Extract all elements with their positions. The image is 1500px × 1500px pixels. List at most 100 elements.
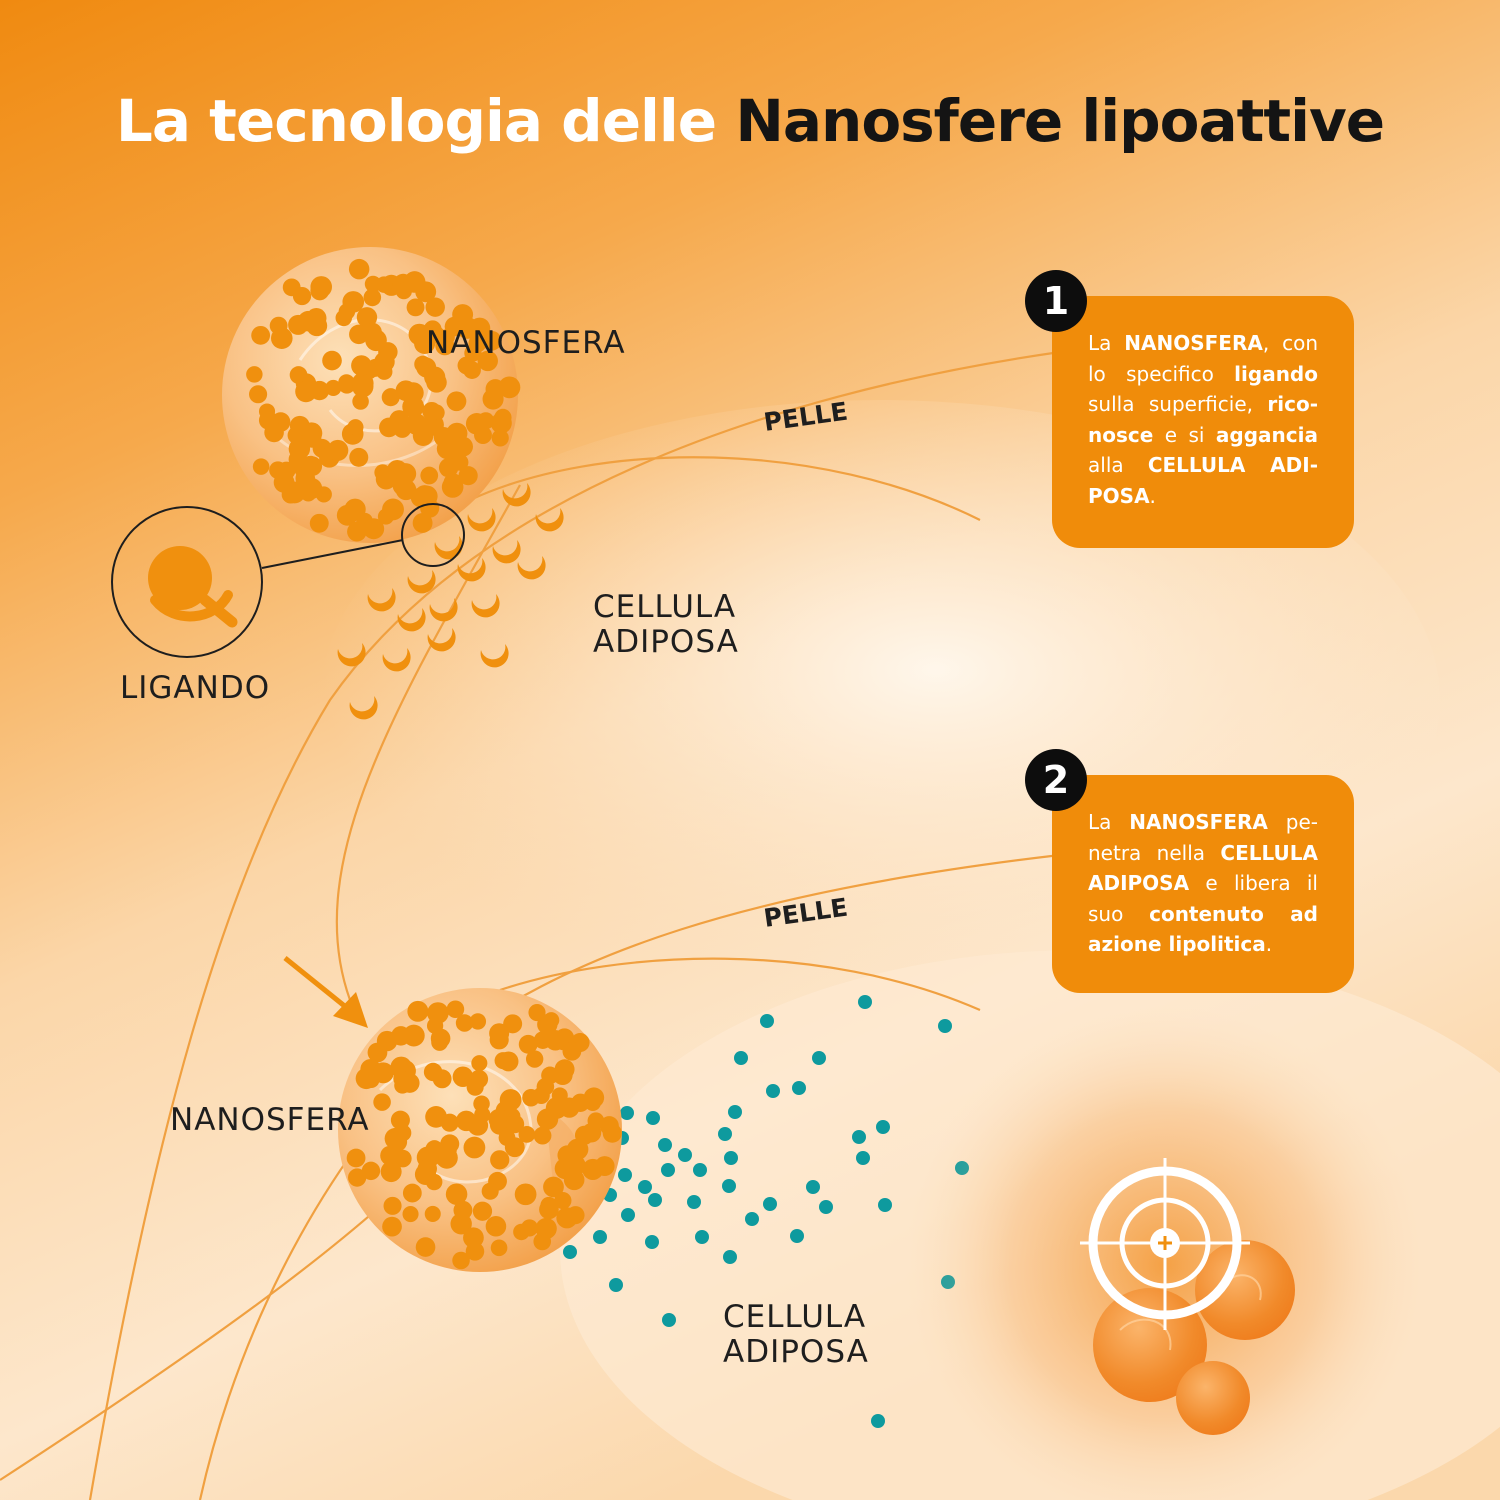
sphere-dot bbox=[338, 376, 356, 394]
lipolytic-particle bbox=[734, 1051, 748, 1065]
sphere-dot bbox=[451, 453, 469, 471]
sphere-dot bbox=[351, 372, 374, 395]
label-cellula-top-line2: ADIPOSA bbox=[593, 623, 739, 660]
sphere-dot bbox=[310, 281, 330, 301]
step-1-box: La NANOSFERA, con lo specifico ligando s… bbox=[1052, 296, 1354, 548]
sphere-dot bbox=[435, 336, 455, 356]
lipolytic-particle bbox=[618, 1168, 632, 1182]
sphere-dot bbox=[545, 1097, 568, 1119]
sphere-dot bbox=[481, 1182, 499, 1200]
step-text-segment: NANOSFERA bbox=[1124, 331, 1263, 355]
lipolytic-particle bbox=[723, 1250, 737, 1264]
sphere-dot bbox=[347, 419, 364, 436]
ligand-crescent bbox=[502, 483, 531, 507]
lipolytic-particle bbox=[728, 1105, 742, 1119]
lipolytic-particle bbox=[858, 995, 872, 1009]
sphere-dot bbox=[325, 379, 342, 396]
step-text-segment: sulla superficie, bbox=[1088, 392, 1268, 416]
sphere-dot bbox=[518, 1034, 538, 1054]
sphere-dot bbox=[306, 315, 328, 337]
step-text-segment: e libera il suo bbox=[1088, 871, 1318, 926]
sphere-dot bbox=[364, 275, 382, 293]
sphere-dot bbox=[522, 1088, 540, 1107]
sphere-dot bbox=[338, 303, 356, 320]
sphere-dot bbox=[452, 1066, 474, 1087]
sphere-dot bbox=[545, 1029, 566, 1051]
sphere-dot bbox=[402, 1206, 419, 1223]
sphere-dot bbox=[382, 1216, 402, 1237]
sphere-dot bbox=[347, 521, 367, 542]
sphere-dot bbox=[424, 1205, 441, 1222]
sphere-dot bbox=[582, 1158, 604, 1181]
ligand-crescent bbox=[397, 608, 426, 632]
sphere-dot bbox=[348, 1168, 367, 1187]
step-text-segment: aggancia bbox=[1215, 422, 1318, 447]
arrow-icon bbox=[283, 956, 368, 1028]
sphere-dot bbox=[380, 1161, 402, 1183]
lipolytic-particle bbox=[638, 1180, 652, 1194]
page-title: La tecnologia delle Nanosfere lipoattive bbox=[0, 92, 1500, 150]
sphere-dot bbox=[300, 484, 317, 502]
ligand-crescent bbox=[427, 628, 456, 652]
nanosphere-bottom bbox=[338, 988, 622, 1272]
lipolytic-particle bbox=[695, 1230, 709, 1244]
sphere-dot bbox=[543, 1176, 564, 1198]
step-1-badge: 1 bbox=[1025, 270, 1087, 332]
lipolytic-particle bbox=[871, 1414, 885, 1428]
sphere-dot bbox=[349, 324, 369, 345]
lipolytic-particle bbox=[621, 1208, 635, 1222]
sphere-dot bbox=[348, 258, 370, 280]
sphere-dot bbox=[403, 271, 426, 293]
sphere-dot bbox=[258, 410, 278, 430]
sphere-dot bbox=[408, 323, 431, 346]
sphere-dot bbox=[518, 1126, 536, 1143]
label-nanosfera-top: NANOSFERA bbox=[426, 325, 626, 361]
lipolytic-particle bbox=[763, 1197, 777, 1211]
step-text-segment: rico-nosce bbox=[1088, 392, 1318, 447]
sphere-dot bbox=[432, 1069, 452, 1089]
sphere-dot bbox=[425, 1140, 444, 1158]
sphere-dot bbox=[402, 1183, 422, 1203]
ligand-crescent bbox=[382, 648, 411, 672]
sphere-dot bbox=[315, 486, 332, 503]
lipolytic-particle bbox=[806, 1180, 820, 1194]
sphere-dot bbox=[375, 468, 397, 490]
sphere-dot bbox=[431, 1034, 449, 1051]
sphere-dot bbox=[465, 1242, 485, 1261]
ligand-crescent bbox=[367, 588, 396, 612]
sphere-dot bbox=[474, 1106, 491, 1123]
ligand-particles bbox=[337, 483, 564, 720]
lipolytic-particle bbox=[812, 1051, 826, 1065]
step-2-box: La NANOSFERA pe-netra nella CELLULA ADIP… bbox=[1052, 775, 1354, 993]
sphere-dot bbox=[251, 325, 271, 345]
sphere-dot bbox=[464, 344, 482, 362]
sphere-dot bbox=[489, 1023, 510, 1044]
lipolytic-particle bbox=[718, 1127, 732, 1141]
label-ligando: LIGANDO bbox=[120, 670, 271, 706]
sphere-dot bbox=[425, 1173, 443, 1191]
sphere-dot bbox=[381, 388, 400, 407]
step-text-segment: e si bbox=[1153, 422, 1216, 447]
magnifier-icon bbox=[111, 503, 465, 658]
sphere-dot bbox=[540, 1196, 558, 1214]
sphere-dot bbox=[363, 288, 382, 307]
sphere-dot bbox=[249, 385, 268, 404]
sphere-dot bbox=[288, 314, 309, 335]
lipolytic-particle bbox=[693, 1163, 707, 1177]
step-text-segment: CELLULA ADIPOSA bbox=[1088, 840, 1318, 896]
label-cellula-top-line1: CELLULA bbox=[593, 589, 737, 625]
ligand-crescent bbox=[349, 696, 378, 720]
lipolytic-particle bbox=[724, 1151, 738, 1165]
sphere-dot bbox=[533, 1126, 552, 1145]
sphere-dot bbox=[288, 450, 307, 469]
sphere-dot bbox=[393, 1070, 410, 1087]
sphere-dot bbox=[554, 1192, 572, 1210]
nanosphere-top bbox=[222, 247, 521, 543]
lipolytic-particle bbox=[678, 1148, 692, 1162]
ligand-crescent bbox=[457, 558, 486, 582]
sphere-dot bbox=[452, 1251, 470, 1270]
sphere-dot bbox=[571, 1093, 590, 1113]
sphere-dot bbox=[391, 1026, 411, 1046]
sphere-dot bbox=[252, 458, 270, 475]
